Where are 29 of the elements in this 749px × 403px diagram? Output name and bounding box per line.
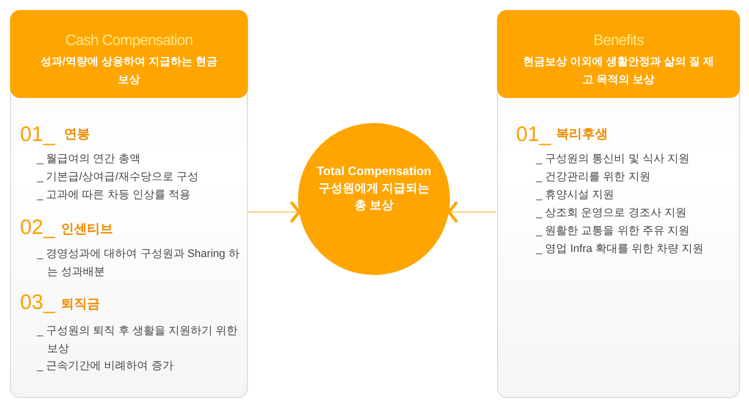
- list-item: _ 건강관리를 위한 지원: [536, 170, 650, 185]
- list-item: _ 상조회 운영으로 경조사 지원: [536, 206, 686, 221]
- card-subtitle: 현금보상 이외에 생활안정과 삶의 질 제고 목적의 보상: [522, 55, 716, 88]
- chevron-arrow: [447, 200, 496, 224]
- list-item: _ 기본급/상여급/재수당으로 구성: [37, 170, 198, 185]
- list-item: _ 휴양시설 지원: [536, 188, 614, 203]
- section-heading: 복리후생: [556, 125, 608, 143]
- card-title: Cash Compensation: [64, 32, 194, 49]
- compensation-card: [497, 10, 740, 398]
- list-item: _ 경영성과에 대하여 구성원과 Sharing 하는 성과배분: [37, 247, 240, 280]
- list-item: _ 영업 Infra 확대를 위한 차량 지원: [536, 242, 704, 257]
- section-number: 03_: [20, 291, 56, 315]
- section-number: 01_: [20, 123, 56, 147]
- circle-label: Total Compensation 구성원에게 지급되는 총 보상: [316, 163, 432, 214]
- compensation-card: [10, 10, 248, 398]
- chevron-arrow: [248, 200, 301, 224]
- section-number: 01_: [516, 123, 552, 147]
- section-heading: 퇴직금: [61, 295, 100, 313]
- list-item: _ 구성원의 통신비 및 식사 지원: [536, 152, 690, 167]
- card-subtitle: 성과/역량에 상응하여 지급하는 현금 보상: [39, 55, 219, 88]
- list-item: _ 구성원의 퇴직 후 생활을 지원하기 위한 보상: [37, 324, 238, 356]
- list-item: _ 근속기간에 비례하여 증가: [37, 359, 174, 374]
- list-item: _ 원활한 교통을 위한 주유 지원: [536, 224, 690, 239]
- section-heading: 인센티브: [61, 220, 113, 238]
- card-title: Benefits: [592, 32, 645, 49]
- list-item: _ 고과에 따른 차등 인상률 적용: [37, 188, 190, 203]
- section-number: 02_: [20, 216, 56, 240]
- section-heading: 연봉: [64, 125, 90, 143]
- list-item: _ 월급여의 연간 총액: [37, 152, 140, 167]
